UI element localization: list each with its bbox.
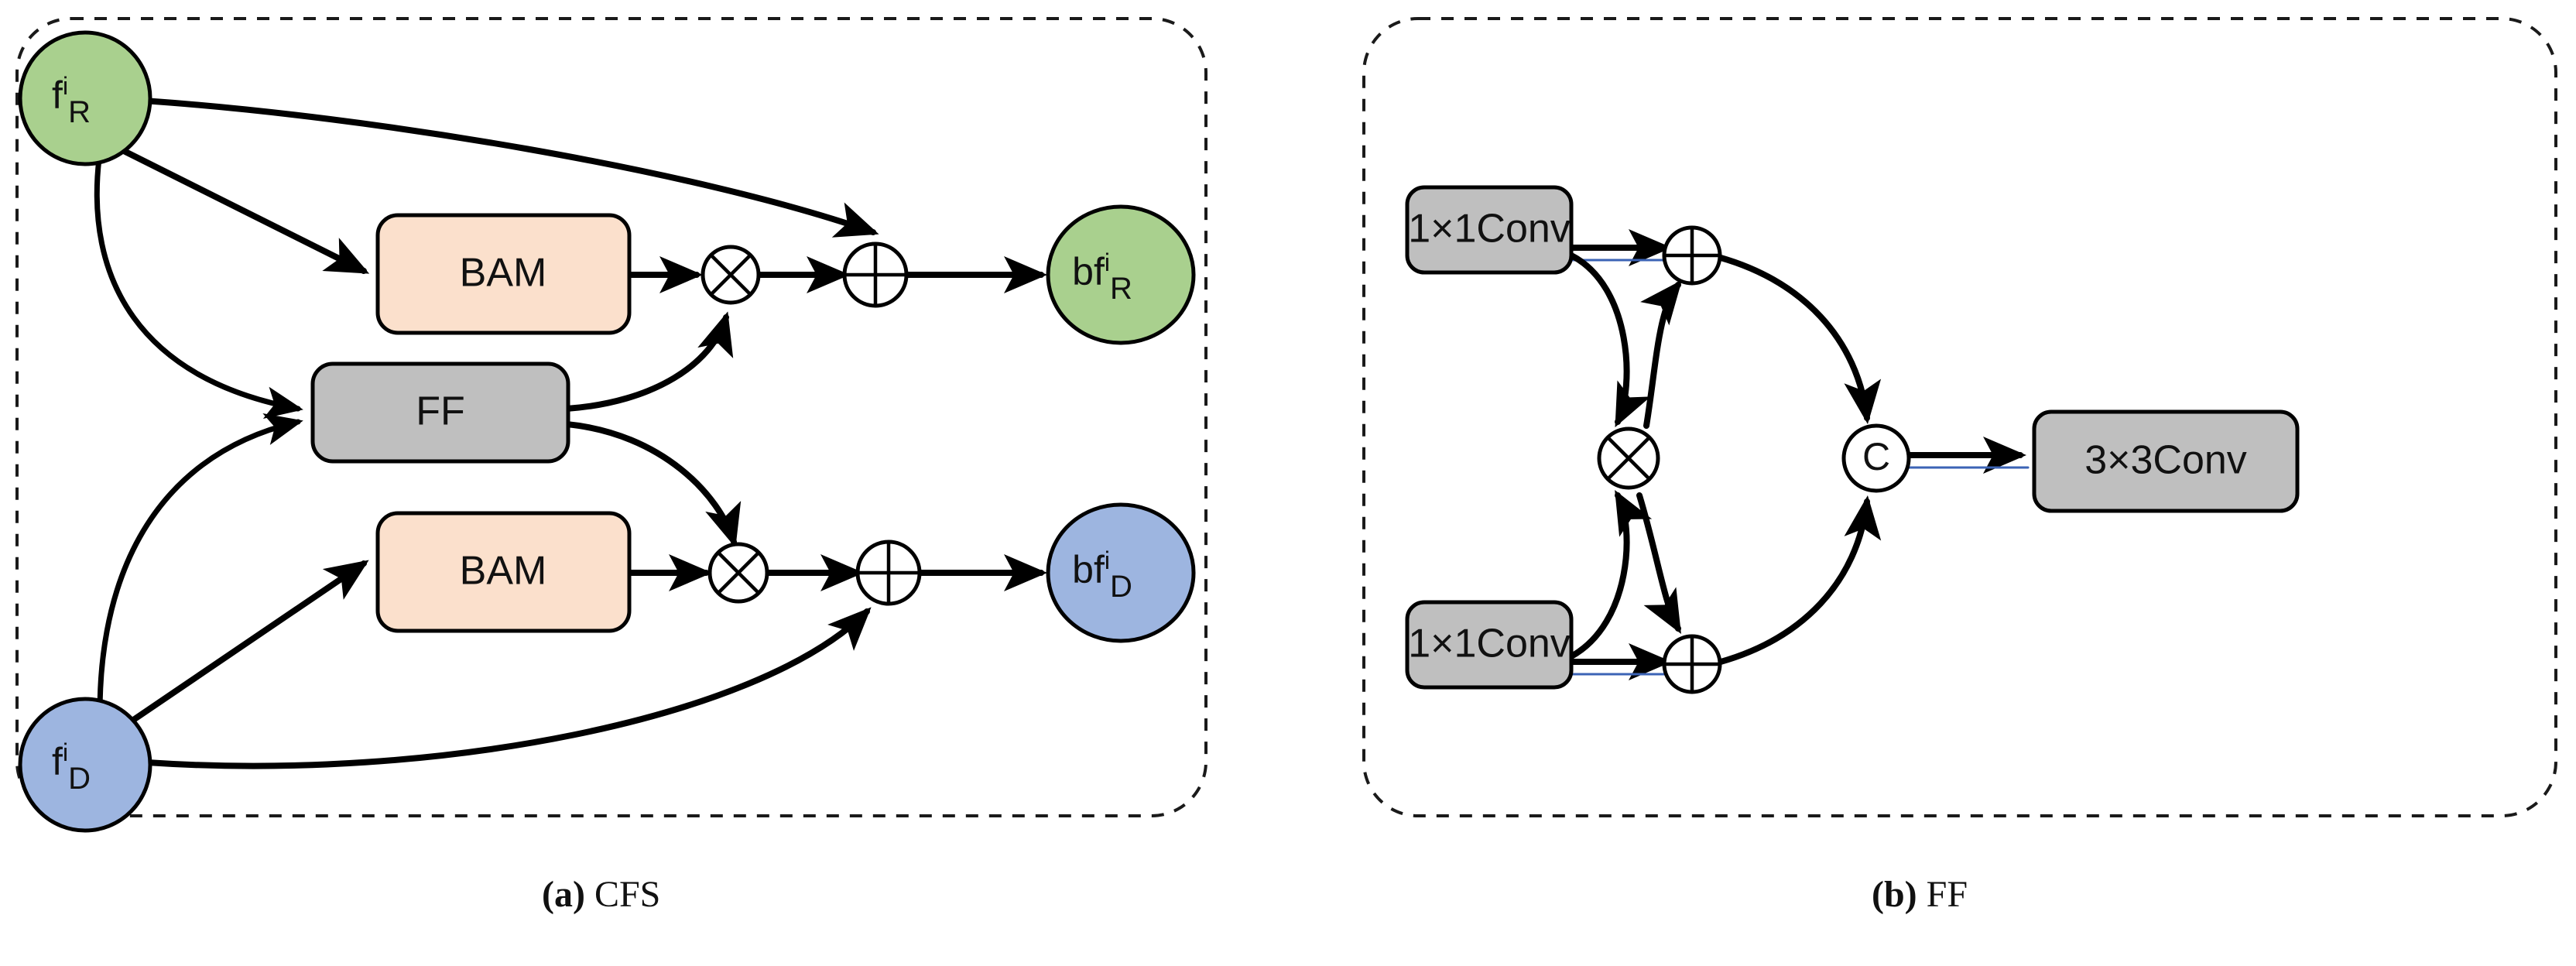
operator-b-mul-mid[interactable] — [1597, 426, 1660, 490]
node-conv-bottom-label: 1×1Conv — [1408, 622, 1571, 666]
node-ff-shape — [310, 361, 570, 464]
caption-panel-a: (a) CFS — [542, 873, 660, 916]
node-conv-top-label: 1×1Conv — [1408, 207, 1571, 252]
caption-a-marker: (a) — [542, 874, 585, 915]
node-fR-label: fiR — [52, 72, 91, 129]
node-bfR-shape — [1046, 204, 1196, 345]
node-bam-bottom-shape — [375, 511, 632, 633]
operator-add-bottom[interactable] — [855, 540, 922, 606]
edge-convtop-to-mulmid — [1568, 252, 1651, 428]
operator-b-concat[interactable]: C — [1841, 423, 1911, 493]
panel-b-edges — [1568, 228, 2030, 680]
operator-b-add-bottom[interactable] — [1662, 634, 1722, 694]
node-conv-top[interactable]: 1×1Conv — [1405, 185, 1574, 275]
concat-icon — [1841, 423, 1911, 493]
edge-mulmid-to-addtop — [1640, 279, 1683, 429]
node-conv-out-shape — [2032, 409, 2300, 513]
edge-fD-to-bam-bottom — [125, 560, 369, 727]
edge-mulmid-to-addbottom — [1636, 492, 1681, 634]
node-bfR-label: bfiR — [1072, 248, 1132, 306]
operator-add-top[interactable] — [842, 242, 909, 308]
node-conv-top-shape — [1405, 185, 1574, 275]
edge-convbottom-to-mulmid — [1568, 489, 1653, 659]
node-fD-shape — [18, 697, 152, 833]
node-fR-shape — [18, 30, 152, 166]
node-bam-bottom-label: BAM — [460, 549, 547, 594]
caption-a-text: CFS — [594, 874, 661, 915]
caption-b-marker: (b) — [1872, 874, 1917, 915]
edge-fD-to-ff — [97, 413, 303, 742]
node-bam-top-label: BAM — [460, 251, 547, 296]
edge-ff-to-mul-top — [564, 311, 734, 412]
node-bfR[interactable]: bfiR — [1046, 204, 1196, 345]
operator-b-add-top[interactable] — [1662, 225, 1722, 286]
edge-fR-to-ff — [94, 156, 303, 419]
node-conv-bottom[interactable]: 1×1Conv — [1405, 600, 1574, 690]
panel-b-border — [1362, 17, 2557, 817]
node-ff[interactable]: FF — [310, 361, 570, 464]
operator-mul-top[interactable] — [701, 245, 761, 305]
node-fD[interactable]: fiD — [18, 697, 152, 833]
operator-b-concat-label: C — [1862, 435, 1890, 478]
edge-fD-to-add-bottom — [144, 607, 872, 769]
edge-ff-to-mul-bottom — [564, 421, 742, 548]
panel-a-border — [15, 17, 1208, 817]
edge-fR-to-bam-top — [121, 148, 370, 274]
node-bam-top[interactable]: BAM — [375, 213, 632, 335]
node-conv-bottom-shape — [1405, 600, 1574, 690]
node-bam-top-shape — [375, 213, 632, 335]
node-ff-label: FF — [416, 389, 465, 434]
operator-mul-bottom[interactable] — [707, 542, 769, 604]
node-fD-label: fiD — [52, 738, 91, 796]
panel-a-edges — [94, 98, 1048, 769]
node-conv-out-label: 3×3Conv — [2084, 438, 2247, 483]
node-bfD[interactable]: bfiD — [1046, 502, 1196, 643]
node-conv-out[interactable]: 3×3Conv — [2032, 409, 2300, 513]
edge-addtop-to-concat — [1709, 252, 1882, 424]
node-bam-bottom[interactable]: BAM — [375, 511, 632, 633]
caption-b-text: FF — [1926, 874, 1968, 915]
edge-addbottom-to-concat — [1709, 495, 1882, 667]
node-bfD-shape — [1046, 502, 1196, 643]
edge-fR-to-add-top — [140, 98, 879, 238]
node-fR[interactable]: fiR — [18, 30, 152, 166]
caption-panel-b: (b) FF — [1872, 873, 1968, 916]
node-bfD-label: bfiD — [1072, 546, 1132, 604]
